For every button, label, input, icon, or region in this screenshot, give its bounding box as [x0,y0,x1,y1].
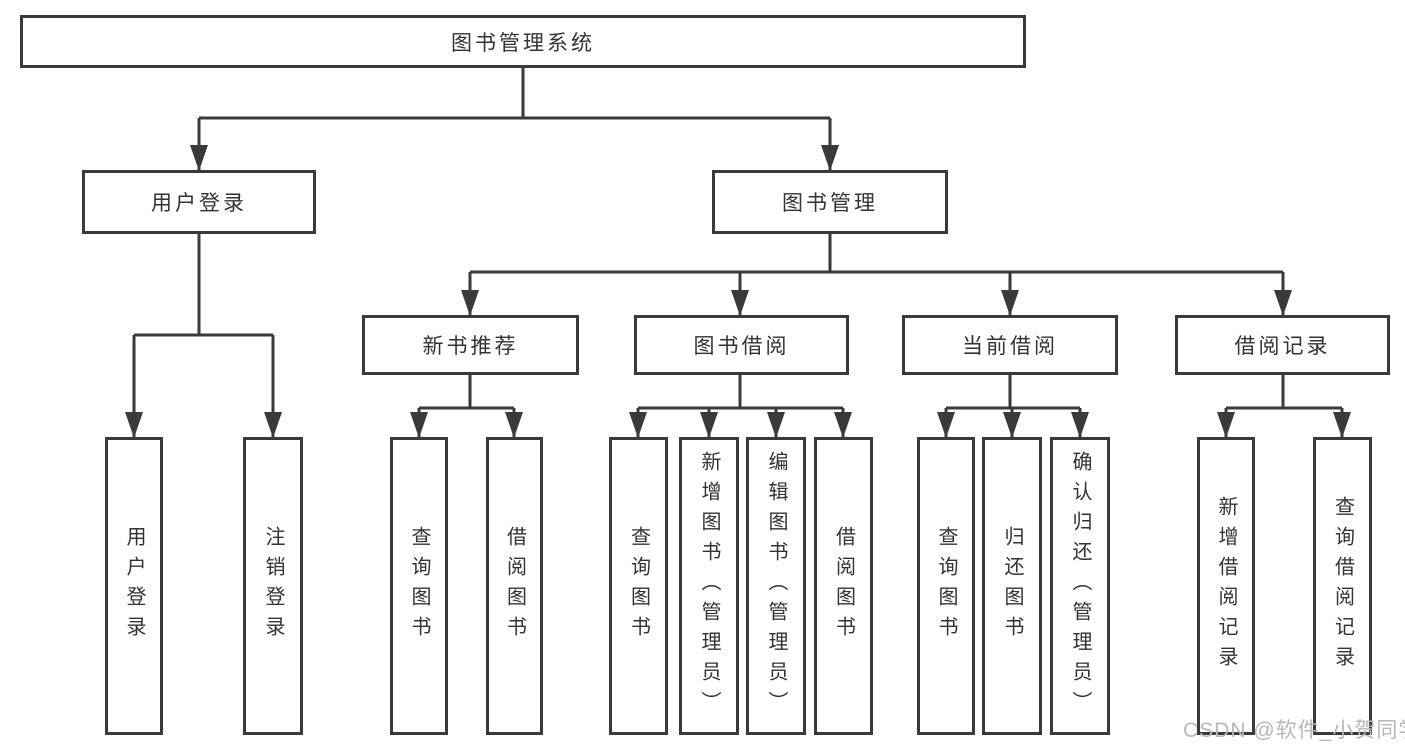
leaf-newbook-query-books-label: 查询图书 [408,526,430,646]
node-user-login-label: 用户登录 [151,192,247,215]
leaf-current-return-books-label: 归还图书 [1001,526,1023,646]
node-new-book-recommend-label: 新书推荐 [422,335,519,358]
node-current-borrow: 当前借阅 [902,315,1118,375]
leaf-borrow-edit-books-admin: 编辑图书（管理员） [746,437,806,735]
node-book-management-label: 图书管理 [782,192,878,215]
node-borrow-records-label: 借阅记录 [1234,335,1331,358]
node-new-book-recommend: 新书推荐 [362,315,579,375]
leaf-current-query-books-label: 查询图书 [935,526,957,646]
leaf-user-login-label: 用户登录 [123,526,145,646]
leaf-current-confirm-return-admin: 确认归还（管理员） [1050,437,1110,735]
leaf-current-return-books: 归还图书 [982,437,1042,735]
leaf-records-query-record-label: 查询借阅记录 [1331,496,1354,676]
node-current-borrow-label: 当前借阅 [962,335,1058,358]
node-borrow-records: 借阅记录 [1175,315,1390,375]
leaf-current-confirm-return-admin-label: 确认归还（管理员） [1069,451,1091,721]
leaf-records-query-record: 查询借阅记录 [1313,437,1372,735]
node-book-borrow: 图书借阅 [634,315,849,375]
leaf-borrow-borrow-books: 借阅图书 [814,437,873,735]
node-book-management: 图书管理 [712,170,948,234]
leaf-newbook-borrow-books: 借阅图书 [486,437,543,735]
leaf-user-login: 用户登录 [105,437,163,735]
node-user-login: 用户登录 [82,170,316,234]
leaf-borrow-query-books: 查询图书 [609,437,668,735]
node-book-borrow-label: 图书借阅 [693,335,790,358]
leaf-borrow-borrow-books-label: 借阅图书 [832,526,855,646]
leaf-records-add-record: 新增借阅记录 [1197,437,1255,735]
node-root-label: 图书管理系统 [451,31,595,55]
leaf-borrow-edit-books-admin-label: 编辑图书（管理员） [765,451,787,721]
leaf-current-query-books: 查询图书 [917,437,975,735]
leaf-newbook-query-books: 查询图书 [390,437,448,735]
leaf-newbook-borrow-books-label: 借阅图书 [503,526,526,646]
leaf-logout: 注销登录 [243,437,303,735]
csdn-watermark: CSDN @软件_小贺同学 [1183,719,1405,742]
leaf-borrow-query-books-label: 查询图书 [627,526,650,646]
leaf-borrow-add-books-admin-label: 新增图书（管理员） [698,451,720,721]
leaf-logout-label: 注销登录 [262,526,284,646]
leaf-records-add-record-label: 新增借阅记录 [1215,496,1237,676]
node-root: 图书管理系统 [20,15,1026,68]
leaf-borrow-add-books-admin: 新增图书（管理员） [679,437,739,735]
